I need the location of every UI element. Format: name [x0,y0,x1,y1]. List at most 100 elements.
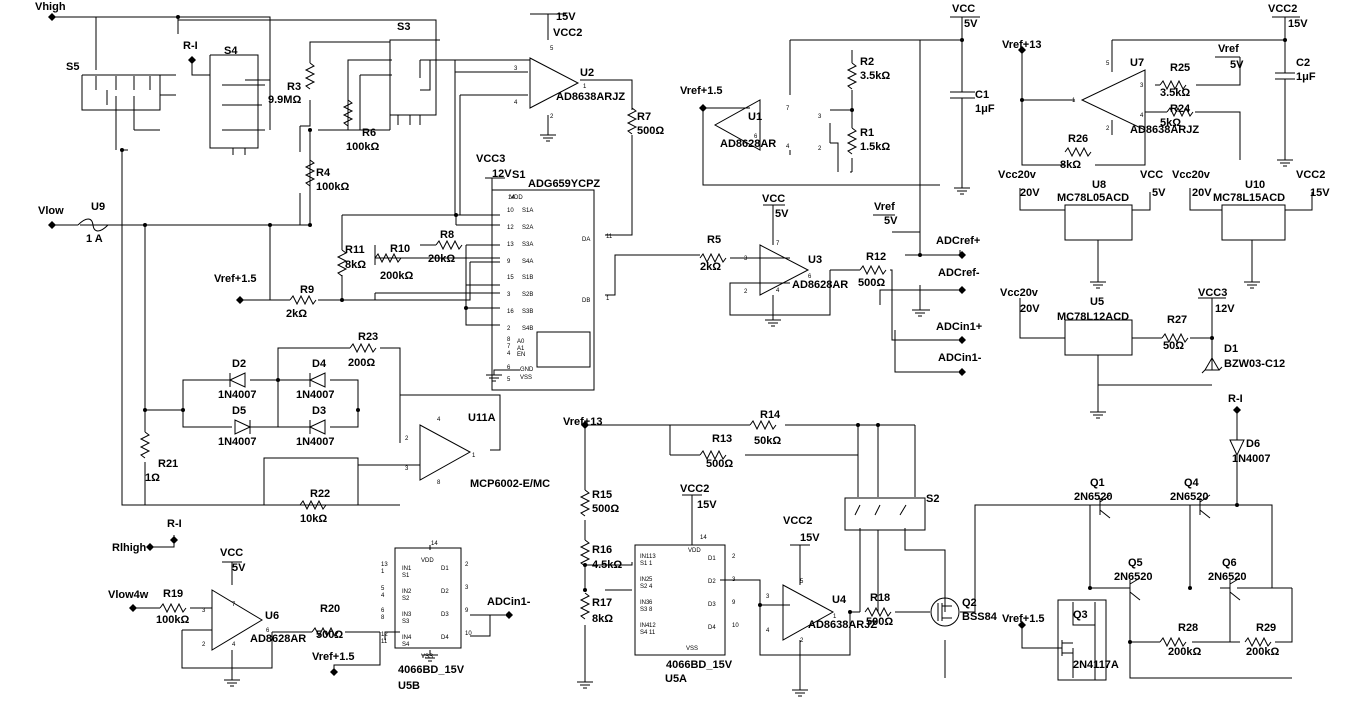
resistors [139,62,1272,648]
label-r17-val: 8kΩ [592,613,613,625]
label-r24: R24 [1170,103,1191,115]
resistor-r20 [311,626,339,638]
rail-vcc3-u5 [1198,297,1226,315]
pin-label-u5b-d3: D3 [441,612,449,618]
terminal-rlhigh[interactable] [170,536,178,544]
pin-label-u7-p5: 5 [1106,61,1110,67]
resistor-r21 [139,431,151,459]
label-u3: U3 [808,254,822,266]
label-r16: R16 [592,544,612,556]
label-r9-val: 2kΩ [286,308,307,320]
terminal-adcref-plus[interactable] [958,251,966,259]
terminal-vlow[interactable] [48,221,56,229]
label-vcc20-u10-v: 20V [1192,187,1212,199]
pin-label-s1-vss: VSS [520,375,532,381]
label-r13-val: 500Ω [706,458,733,470]
diode-d5 [234,419,252,435]
diode-d6 [1229,439,1245,465]
label-u10-part: MC78L15ACD [1213,192,1285,204]
label-r2: R2 [860,56,874,68]
label-q2-part: BSS84 [962,611,998,623]
terminal-adcref-minus[interactable] [958,286,966,294]
capacitors [952,72,1295,120]
terminal-adcin1-plus[interactable] [958,336,966,344]
pin-label-u5b-d2: D2 [441,589,449,595]
pin-label-u1-p4: 4 [786,144,790,150]
pin-label-u5a-p10: 10 [732,623,739,629]
pin-label-s1-gnd: GND [520,367,534,373]
resistor-r15 [579,489,591,517]
ground-u8 [1090,281,1106,289]
pin-label-u5a-p11: 11 [649,630,656,636]
label-q5: Q5 [1128,557,1143,569]
terminal-vlow4w[interactable] [129,604,137,612]
label-u5-part: MC78L12ACD [1057,311,1129,323]
terminal-adcin1-minus[interactable] [958,368,966,376]
labels: VhighVlowRlhighVlow4wR-IR-IR-IS5S4S3S2S1… [35,1,1330,692]
label-vref13-mid: Vref+13 [563,416,602,428]
ground-c1 [954,187,970,195]
label-q5-part: 2N6520 [1114,571,1153,583]
terminal-vref15-q3[interactable] [1018,621,1026,629]
pin-label-u5a-p8: 8 [649,607,653,613]
terminal-ri-top[interactable] [188,56,196,64]
label-r27-val: 50Ω [1163,340,1184,352]
label-u1: U1 [748,111,762,123]
resistor-r28 [1159,636,1187,648]
rail-u2 [530,13,566,40]
label-u6-part: AD8628AR [250,633,306,645]
pin-label-u1-p2: 2 [818,146,822,152]
resistor-r14 [749,419,777,431]
terminal-vref15-u6[interactable] [330,668,338,676]
capacitor-c2 [1275,72,1295,80]
label-vcc-u3-v: 5V [775,208,789,220]
pin-label-s1-p14: 14 [508,195,515,201]
label-vlow: Vlow [38,205,64,217]
label-r7-val: 500Ω [637,125,664,137]
label-s4: S4 [224,45,238,57]
terminal-vref13-mid[interactable] [581,421,589,429]
label-u2: U2 [580,67,594,79]
pin-label-u3-p6: 6 [808,274,812,280]
pin-label-u5b-vss: VSS [421,654,433,660]
terminal-vref13-top[interactable] [1018,46,1026,54]
pin-label-u5a-d3: D3 [708,602,716,608]
s2-switch [854,504,907,516]
label-vcc2-u4: VCC2 [783,515,812,527]
pin-label-u5b-p5: 5 [381,586,385,592]
label-s3: S3 [397,21,410,33]
mosfet-q2-circle [930,597,960,627]
ground-u4 [792,689,808,697]
pin-label-s1-s4b: S4B [522,326,533,332]
label-u5a: U5A [665,673,687,685]
terminal-ri-right[interactable] [1233,406,1241,414]
pin-label-u5b-s1: S1 [402,573,410,579]
pin-label-s1-p1: 1 [606,296,610,302]
label-adcin1p: ADCin1+ [936,321,982,333]
pin-label-u5a-s3: S3 [640,607,648,613]
diodes [228,357,1245,465]
label-u2-vs: 15V [556,11,576,23]
pin-label-u5b-in1: IN1 [402,566,412,572]
pin-label-u5b-d4: D4 [441,635,449,641]
label-r10: R10 [390,243,410,255]
terminal-rlhigh-b[interactable] [146,543,154,551]
pin-label-u6-p3: 3 [202,608,206,614]
pin-label-u2-p2: 2 [550,114,554,120]
label-q4-part: 2N6520 [1170,491,1209,503]
mosfet-q2 [937,603,952,621]
pin-label-s1-s2a: S2A [522,225,533,231]
label-q3-part: 2N4117A [1073,659,1119,671]
label-r9: R9 [300,284,314,296]
terminal-vref15-left[interactable] [236,296,244,304]
terminal-vhigh[interactable] [48,13,56,21]
terminal-vref15-u1[interactable] [699,104,707,112]
label-ri-3: R-I [1228,393,1243,405]
label-adcin1m-b: ADCin1- [487,596,531,608]
terminal-adcin1-minus-u5b[interactable] [505,611,513,619]
bjt-q5 [1120,577,1141,601]
label-r20-val: 500Ω [316,629,343,641]
pin-label-u5a-p1: 1 [649,561,653,567]
pin-label-u5a-p3: 3 [732,577,736,583]
label-vcc2-u5a-v: 15V [697,499,717,511]
